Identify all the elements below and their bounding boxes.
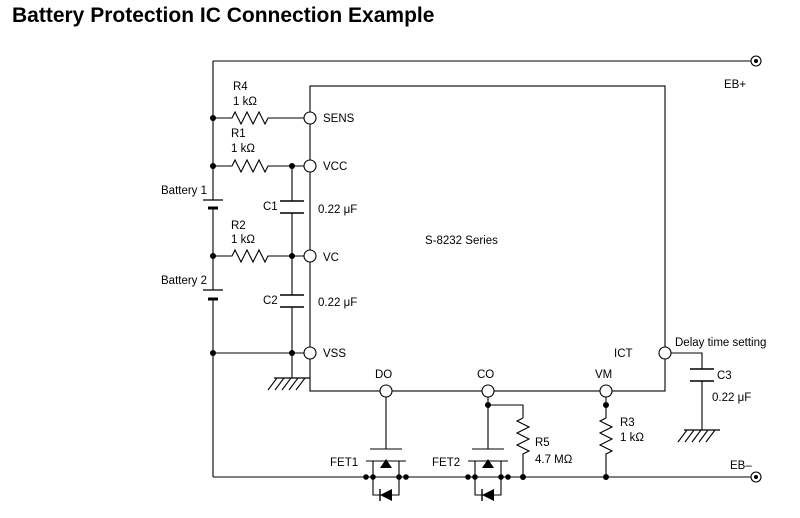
- c1-name: C1: [263, 201, 278, 213]
- battery-1-label: Battery 1: [161, 185, 207, 197]
- junction-dot: [210, 253, 216, 259]
- c2-value: 0.22 μF: [318, 297, 357, 309]
- fet1-transistor: [363, 448, 409, 501]
- pin-vm: [599, 384, 613, 398]
- r2-resistor: [213, 248, 304, 264]
- junction-dot: [289, 163, 295, 169]
- pin-co-label: CO: [477, 369, 494, 381]
- r1-value: 1 kΩ: [231, 143, 255, 155]
- r2-value: 1 kΩ: [231, 234, 255, 246]
- c3-capacitor: [690, 368, 714, 382]
- r4-value: 1 kΩ: [233, 96, 257, 108]
- pin-ict: [658, 346, 672, 360]
- r3-name: R3: [620, 417, 635, 429]
- c3-value: 0.22 μF: [712, 392, 751, 404]
- r4-resistor: [213, 110, 304, 126]
- r1-resistor: [213, 158, 304, 174]
- ground-symbol-c3: [677, 429, 720, 443]
- junction-dot: [210, 163, 216, 169]
- r3-value: 1 kΩ: [620, 432, 644, 444]
- pin-ict-label: ICT: [614, 348, 633, 360]
- r2-name: R2: [231, 220, 246, 232]
- battery-1-symbol: [203, 199, 223, 210]
- r4-name: R4: [233, 81, 248, 93]
- junction-dot: [210, 115, 216, 121]
- pin-vss-label: VSS: [323, 348, 346, 360]
- r5-name: R5: [535, 437, 550, 449]
- pin-vc-label: VC: [323, 252, 339, 264]
- fet2-transistor: [465, 448, 511, 501]
- junction-dot: [485, 402, 491, 408]
- r5-value: 4.7 MΩ: [535, 454, 573, 466]
- co-wire: [487, 397, 524, 449]
- pin-vm-label: VM: [595, 369, 612, 381]
- eb-plus-rail: [212, 55, 762, 118]
- diagram-title: Battery Protection IC Connection Example: [12, 4, 435, 27]
- fet1-label: FET1: [330, 457, 358, 469]
- pin-sens: [303, 111, 317, 125]
- battery-2-symbol: [203, 289, 223, 301]
- junction-dot: [210, 350, 216, 356]
- c1-capacitor: [280, 200, 304, 214]
- ground-symbol: [267, 377, 310, 391]
- pin-vcc: [303, 159, 317, 173]
- pin-do: [379, 384, 393, 398]
- junction-dot: [603, 474, 609, 480]
- pin-vss: [303, 346, 317, 360]
- r3-resistor: [598, 417, 614, 477]
- junction-dot: [289, 253, 295, 259]
- pin-vc: [303, 249, 317, 263]
- pin-vcc-label: VCC: [323, 161, 347, 173]
- pin-co: [481, 384, 495, 398]
- fet2-label: FET2: [432, 457, 460, 469]
- c1-value: 0.22 μF: [318, 204, 357, 216]
- r5-resistor: [515, 417, 531, 477]
- eb-minus-label: EB–: [730, 460, 752, 472]
- c3-wire: [671, 352, 703, 430]
- eb-minus-rail: [213, 471, 762, 483]
- ic-series-label: S-8232 Series: [425, 235, 498, 247]
- r1-name: R1: [231, 128, 246, 140]
- c2-capacitor: [280, 294, 304, 308]
- junction-dot: [289, 350, 295, 356]
- c3-name: C3: [717, 370, 732, 382]
- junction-dot: [603, 402, 609, 408]
- battery-2-label: Battery 2: [161, 275, 207, 287]
- pin-sens-label: SENS: [323, 113, 355, 125]
- eb-plus-label: EB+: [724, 79, 746, 91]
- delay-time-label: Delay time setting: [675, 337, 766, 349]
- junction-dot: [520, 474, 526, 480]
- pin-do-label: DO: [375, 369, 392, 381]
- c2-name: C2: [263, 295, 278, 307]
